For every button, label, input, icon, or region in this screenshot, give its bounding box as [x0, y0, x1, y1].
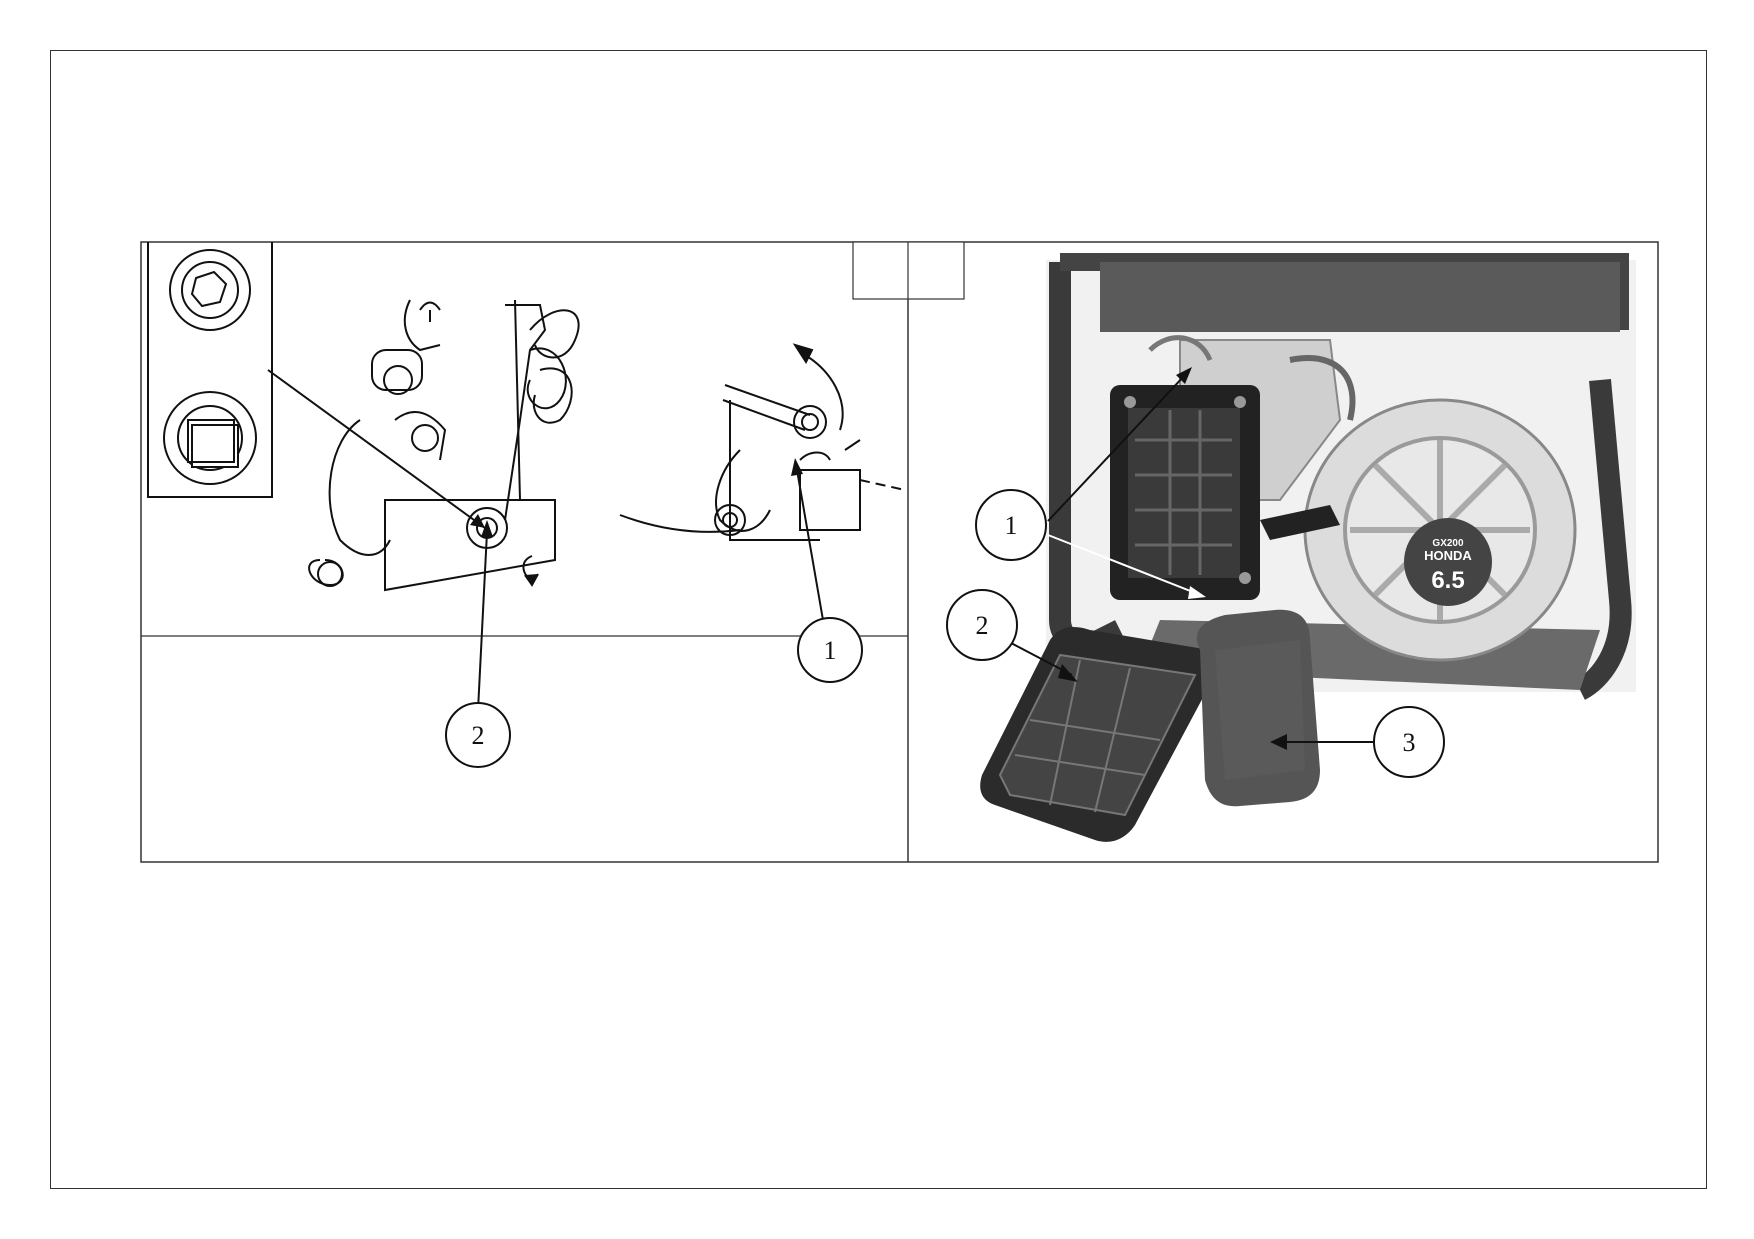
leader-callout-1	[796, 469, 824, 621]
page-frame	[50, 50, 1707, 1189]
svg-text:GX200: GX200	[1432, 538, 1464, 549]
svg-text:HONDA: HONDA	[1424, 548, 1472, 563]
svg-text:2: 2	[472, 721, 485, 750]
screw-detail-inset	[147, 242, 273, 498]
leader-callout-2	[477, 531, 488, 711]
svg-text:2: 2	[976, 611, 989, 640]
svg-text:6.5: 6.5	[1431, 567, 1464, 594]
left-callout-1: 1	[797, 617, 863, 683]
right-callout-3: 3	[1373, 706, 1445, 778]
generator-photo: GX200 HONDA 6.5	[980, 253, 1636, 842]
svg-text:3: 3	[1403, 728, 1416, 757]
right-callout-2: 2	[946, 589, 1018, 661]
right-leaders	[1010, 367, 1374, 750]
svg-text:1: 1	[824, 636, 837, 665]
left-callout-2: 2	[445, 702, 511, 768]
rocker-detail-right	[619, 343, 906, 541]
svg-text:1: 1	[1005, 511, 1018, 540]
rocker-assembly	[308, 299, 580, 592]
valve-adjust-drawing	[147, 242, 906, 711]
leader-inset	[267, 369, 486, 529]
right-callout-1: 1	[975, 489, 1047, 561]
